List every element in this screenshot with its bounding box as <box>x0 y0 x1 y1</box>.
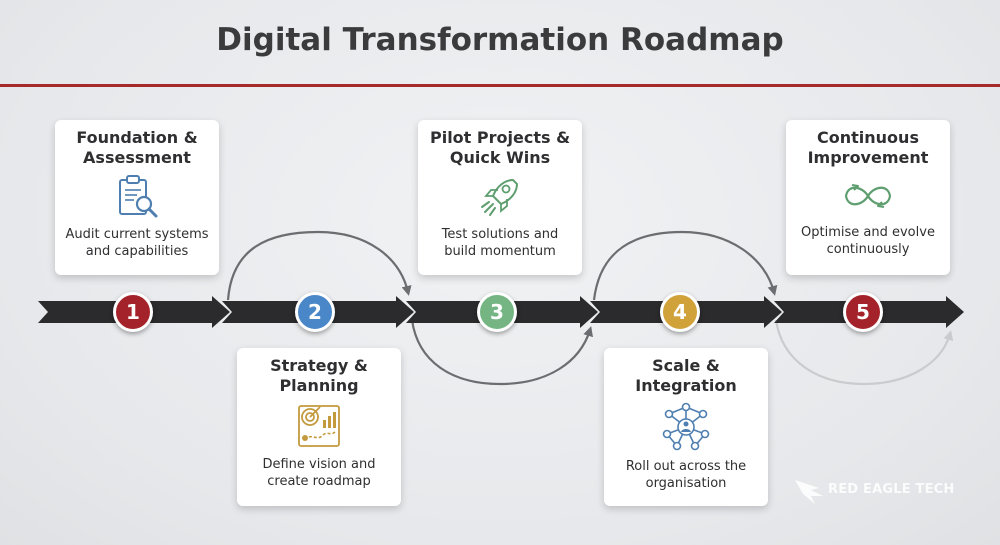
step-card-2: Strategy & Planning Define vision and cr… <box>237 348 401 506</box>
step-number-3: 3 <box>477 292 517 332</box>
brand-name: RED EAGLE TECH <box>828 482 955 497</box>
flow-arc-2 <box>410 319 593 386</box>
step-card-5: Continuous Improvement Optimise and evol… <box>786 120 950 275</box>
step-title-1: Foundation & Assessment <box>76 128 198 167</box>
clipboard-magnifier-icon <box>119 175 158 218</box>
step-description-5: Optimise and evolve continuously <box>801 225 935 257</box>
flow-arc-1 <box>226 230 412 301</box>
step-number-4: 4 <box>660 292 700 332</box>
step-card-1: Foundation & Assessment Audit current sy… <box>55 120 219 275</box>
step-card-3: Pilot Projects & Quick Wins Test solutio… <box>418 120 582 275</box>
target-map-chart-icon <box>298 405 340 447</box>
page-title: Digital Transformation Roadmap <box>216 22 784 58</box>
rocket-icon <box>481 178 519 216</box>
step-title-4: Scale & Integration <box>635 356 737 395</box>
eagle-logo-icon <box>795 480 823 504</box>
step-title-3: Pilot Projects & Quick Wins <box>429 128 571 167</box>
step-title-2: Strategy & Planning <box>270 356 368 395</box>
step-description-1: Audit current systems and capabilities <box>65 227 209 259</box>
step-description-2: Define vision and create roadmap <box>262 457 376 489</box>
network-hub-icon <box>662 402 710 451</box>
step-description-4: Roll out across the organisation <box>625 459 747 491</box>
step-number-2: 2 <box>295 292 335 332</box>
step-card-4: Scale & Integration Roll out <box>604 348 768 506</box>
step-title-5: Continuous Improvement <box>807 128 929 167</box>
flow-arc-3 <box>592 230 778 301</box>
infinity-loop-icon <box>844 184 892 208</box>
flow-arc-4 <box>774 319 954 386</box>
step-number-1: 1 <box>113 292 153 332</box>
step-number-5: 5 <box>843 292 883 332</box>
title-divider <box>0 84 1000 87</box>
step-description-3: Test solutions and build momentum <box>441 227 559 259</box>
